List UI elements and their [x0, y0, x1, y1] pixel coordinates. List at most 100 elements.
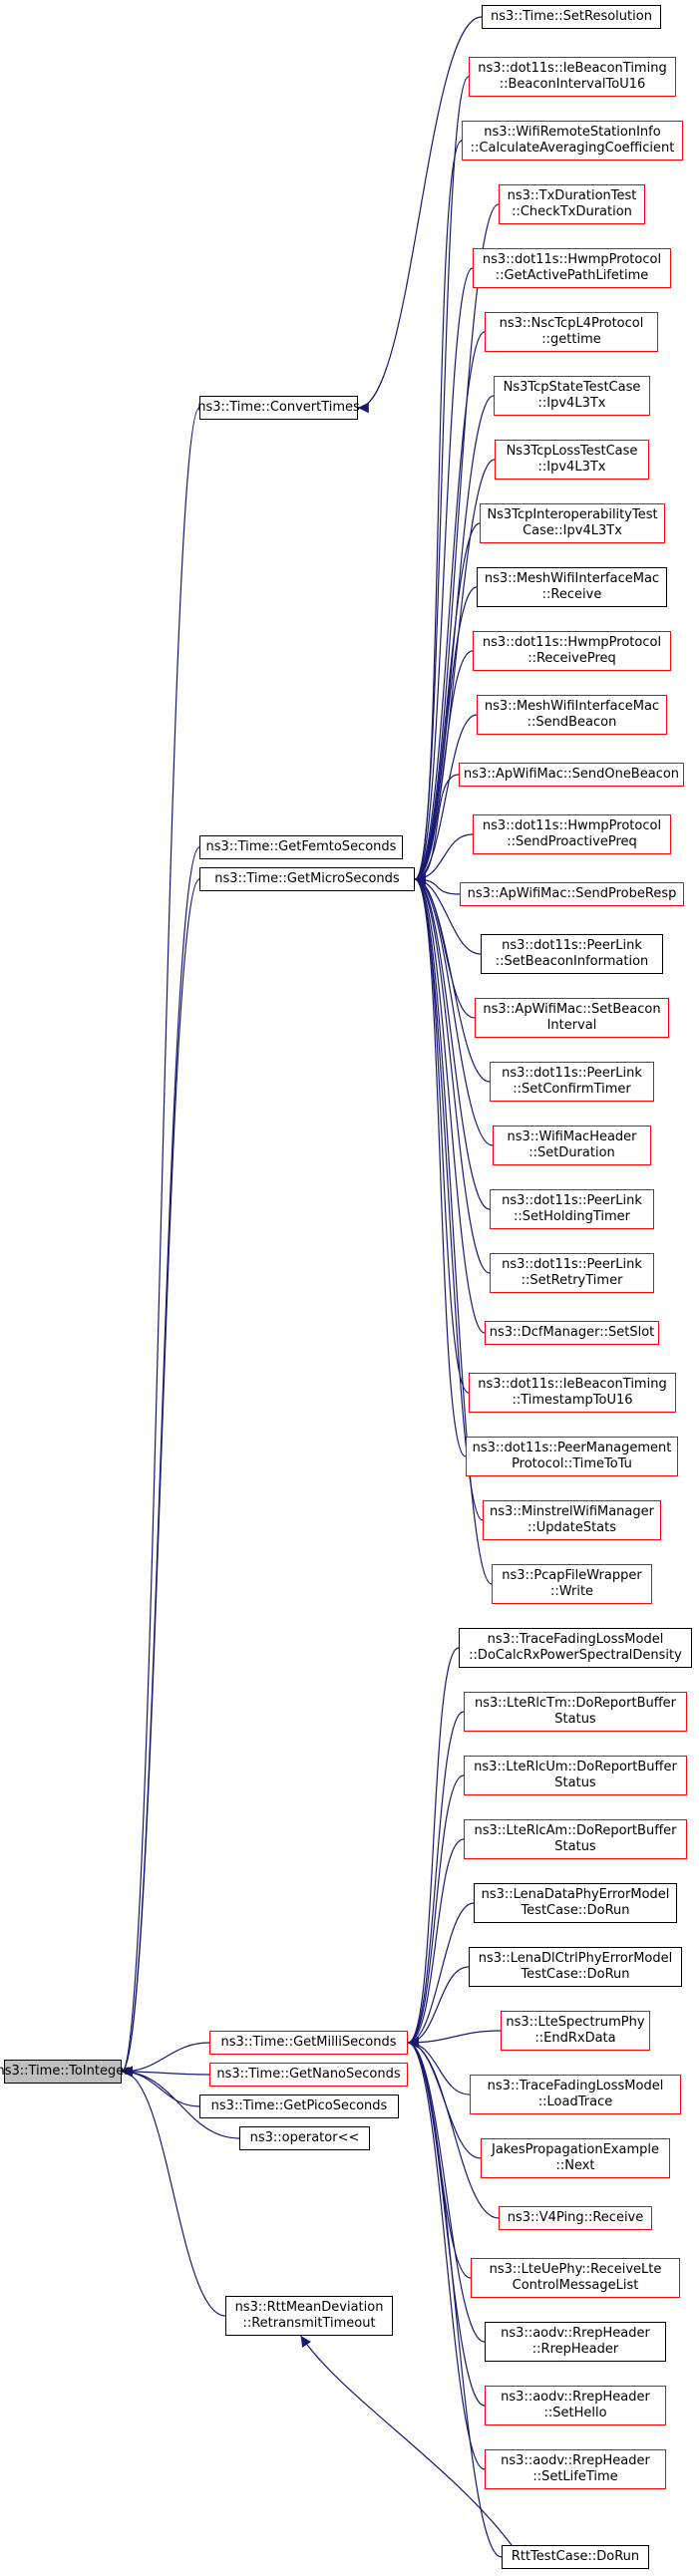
node-label: ns3::Time::GetPicoSeconds	[210, 2098, 388, 2113]
node-ns3-apwifimac-sendonebeacon[interactable]: ns3::ApWifiMac::SendOneBeacon	[459, 763, 684, 787]
node-label: Ns3TcpStateTestCase	[503, 380, 641, 395]
node-ns3-dot11s-hwmpprotocol-getactivepathlifetime[interactable]: ns3::dot11s::HwmpProtocol::GetActivePath…	[473, 248, 671, 288]
node-label: Protocol::TimeToTu	[512, 1456, 632, 1471]
node-label: ::RetransmitTimeout	[242, 2316, 376, 2331]
node-ns3-time-getpicoseconds[interactable]: ns3::Time::GetPicoSeconds	[199, 2094, 399, 2118]
node-ns3-dot11s-hwmpprotocol-receivepreq[interactable]: ns3::dot11s::HwmpProtocol::ReceivePreq	[473, 631, 671, 671]
edge-setres-to-convert	[357, 16, 483, 414]
node-ns3-dot11s-peerlink-setbeaconinformation[interactable]: ns3::dot11s::PeerLink::SetBeaconInformat…	[481, 934, 663, 974]
node-ns3-aodv-rrepheader-rrepheader[interactable]: ns3::aodv::RrepHeader::RrepHeader	[485, 2322, 666, 2362]
node-ns3tcpstatetestcase-ipv4l3tx[interactable]: Ns3TcpStateTestCase::Ipv4L3Tx	[494, 376, 650, 416]
node-label: ns3::Time::GetMilliSeconds	[220, 2035, 397, 2050]
node-ns3-dot11s-iebeacontiming-timestamptou16[interactable]: ns3::dot11s::IeBeaconTiming::TimestampTo…	[469, 1373, 676, 1413]
node-label: ns3::WifiRemoteStationInfo	[484, 125, 661, 140]
node-label: ns3::RttMeanDeviation	[234, 2300, 384, 2315]
node-label: ::Ipv4L3Tx	[537, 460, 606, 475]
node-ns3-minstrelwifimanager-updatestats[interactable]: ns3::MinstrelWifiManager::UpdateStats	[483, 1500, 661, 1540]
node-label: ns3::V4Ping::Receive	[507, 2210, 644, 2225]
edge-m01-to-milli	[407, 1647, 460, 2049]
node-ns3-ltespectrumphy-endrxdata[interactable]: ns3::LteSpectrumPhy::EndRxData	[501, 2011, 650, 2051]
node-ns3-tracefadinglossmodel-loadtrace[interactable]: ns3::TraceFadingLossModel::LoadTrace	[470, 2075, 681, 2114]
node-ns3-aodv-rrepheader-setlifetime[interactable]: ns3::aodv::RrepHeader::SetLifeTime	[485, 2449, 666, 2489]
node-label: ns3::Time::ConvertTimes	[197, 400, 360, 415]
node-label: ::UpdateStats	[526, 1520, 617, 1535]
node-ns3-dot11s-peerlink-setretrytimer[interactable]: ns3::dot11s::PeerLink::SetRetryTimer	[490, 1253, 654, 1293]
node-label: ::DoCalcRxPowerSpectralDensity	[469, 1648, 682, 1663]
node-label: ns3::dot11s::PeerLink	[502, 938, 642, 953]
node-ns3-dot11s-iebeacontiming-beaconintervaltou16[interactable]: ns3::dot11s::IeBeaconTiming::BeaconInter…	[469, 57, 676, 97]
node-ns3-pcapfilewrapper-write[interactable]: ns3::PcapFileWrapper::Write	[492, 1564, 652, 1604]
node-label: ns3::aodv::RrepHeader	[501, 2326, 650, 2341]
node-label: ::RrepHeader	[531, 2342, 619, 2357]
node-ns3-tracefadinglossmodel-docalcrxpowerspectraldensity[interactable]: ns3::TraceFadingLossModel::DoCalcRxPower…	[459, 1628, 692, 1668]
node-ns3-time-setresolution[interactable]: ns3::Time::SetResolution	[482, 5, 661, 29]
edge-c18-to-micro	[414, 873, 494, 1146]
node-label: ::gettime	[541, 332, 601, 347]
node-label: ::GetActivePathLifetime	[495, 268, 649, 283]
node-label: ns3::dot11s::HwmpProtocol	[482, 635, 662, 650]
node-ns3-rttmeandeviation-retransmittimeout[interactable]: ns3::RttMeanDeviation::RetransmitTimeout	[225, 2296, 393, 2336]
node-ns3-time-getnanoseconds[interactable]: ns3::Time::GetNanoSeconds	[209, 2063, 408, 2087]
node-ns3-wifiremotestationinfo-calculateaveragingcoefficient[interactable]: ns3::WifiRemoteStationInfo::CalculateAve…	[462, 121, 683, 161]
node-label: ns3::MinstrelWifiManager	[489, 1504, 654, 1519]
edge-c03-to-micro	[414, 203, 500, 885]
node-ns3-v4ping-receive[interactable]: ns3::V4Ping::Receive	[499, 2206, 652, 2230]
node-ns3-time-converttimes[interactable]: ns3::Time::ConvertTimes	[197, 396, 360, 420]
node-label: ns3::MeshWifiInterfaceMac	[484, 699, 660, 714]
node-label: ::SetHoldingTimer	[514, 1209, 630, 1224]
node-ns3-dot11s-hwmpprotocol-sendproactivepreq[interactable]: ns3::dot11s::HwmpProtocol::SendProactive…	[473, 814, 671, 854]
node-label: ns3::aodv::RrepHeader	[501, 2453, 650, 2468]
edge-c17-to-micro	[414, 873, 491, 1083]
node-ns3-meshwifiinterfacemac-receive[interactable]: ns3::MeshWifiInterfaceMac::Receive	[477, 567, 667, 607]
edge-nano-to-toint	[121, 2066, 210, 2078]
node-ns3-meshwifiinterfacemac-sendbeacon[interactable]: ns3::MeshWifiInterfaceMac::SendBeacon	[477, 695, 667, 735]
edge-m14-to-milli	[407, 2037, 486, 2470]
node-label: ns3::DcfManager::SetSlot	[489, 1325, 655, 1340]
node-ns3-dcfmanager-setslot[interactable]: ns3::DcfManager::SetSlot	[485, 1321, 659, 1345]
node-label: ::BeaconIntervalToU16	[499, 77, 646, 92]
edge-rtt-to-toint	[121, 2066, 226, 2317]
node-ns3-wifimacheader-setduration[interactable]: ns3::WifiMacHeader::SetDuration	[493, 1126, 651, 1165]
edge-c22-to-micro	[414, 873, 470, 1394]
node-ns3-dot11s-peerlink-setholdingtimer[interactable]: ns3::dot11s::PeerLink::SetHoldingTimer	[490, 1189, 654, 1229]
node-label: ::SetBeaconInformation	[495, 954, 649, 969]
edge-c24-to-micro	[414, 873, 484, 1521]
node-jakespropagationexample-next[interactable]: JakesPropagationExample::Next	[481, 2138, 670, 2178]
node-rtttestcase-dorun[interactable]: RttTestCase::DoRun	[502, 2545, 649, 2569]
node-ns3-operator[interactable]: ns3::operator<<	[239, 2126, 370, 2150]
node-ns3-aodv-rrepheader-sethello[interactable]: ns3::aodv::RrepHeader::SetHello	[485, 2386, 666, 2425]
edge-m10-to-milli	[407, 2037, 500, 2219]
node-ns3tcplosstestcase-ipv4l3tx[interactable]: Ns3TcpLossTestCase::Ipv4L3Tx	[495, 440, 649, 480]
edge-c19-to-micro	[414, 873, 491, 1210]
node-label: ::TimestampToU16	[512, 1393, 633, 1408]
node-label: ControlMessageList	[512, 2278, 639, 2293]
node-ns3-time-getfemtoseconds[interactable]: ns3::Time::GetFemtoSeconds	[199, 835, 403, 859]
node-ns3-dot11s-peerlink-setconfirmtimer[interactable]: ns3::dot11s::PeerLink::SetConfirmTimer	[490, 1062, 654, 1102]
edge-m07-to-milli	[407, 2030, 502, 2049]
node-ns3-nsctcpl4protocol-gettime[interactable]: ns3::NscTcpL4Protocol::gettime	[485, 312, 658, 352]
node-label: ns3::ApWifiMac::SendOneBeacon	[463, 767, 680, 782]
node-label: ns3::Time::SetResolution	[491, 9, 652, 24]
node-ns3-txdurationtest-checktxduration[interactable]: ns3::TxDurationTest::CheckTxDuration	[499, 184, 645, 224]
node-label: ns3::ApWifiMac::SendProbeResp	[467, 886, 677, 901]
node-label: ::EndRxData	[534, 2031, 616, 2046]
node-ns3-time-getmilliseconds[interactable]: ns3::Time::GetMilliSeconds	[209, 2031, 408, 2055]
node-ns3-apwifimac-sendproberesp[interactable]: ns3::ApWifiMac::SendProbeResp	[460, 882, 684, 906]
edge-convert-to-toint	[121, 407, 200, 2077]
node-label: ::SetRetryTimer	[521, 1273, 623, 1288]
node-label: ns3::PcapFileWrapper	[502, 1568, 642, 1583]
node-ns3-time-getmicroseconds[interactable]: ns3::Time::GetMicroSeconds	[199, 867, 415, 891]
node-label: ns3::Time::GetFemtoSeconds	[205, 839, 397, 854]
node-label: ::ReceivePreq	[527, 651, 616, 666]
node-label: ::SetDuration	[528, 1145, 615, 1160]
edge-c21-to-micro	[414, 873, 486, 1334]
